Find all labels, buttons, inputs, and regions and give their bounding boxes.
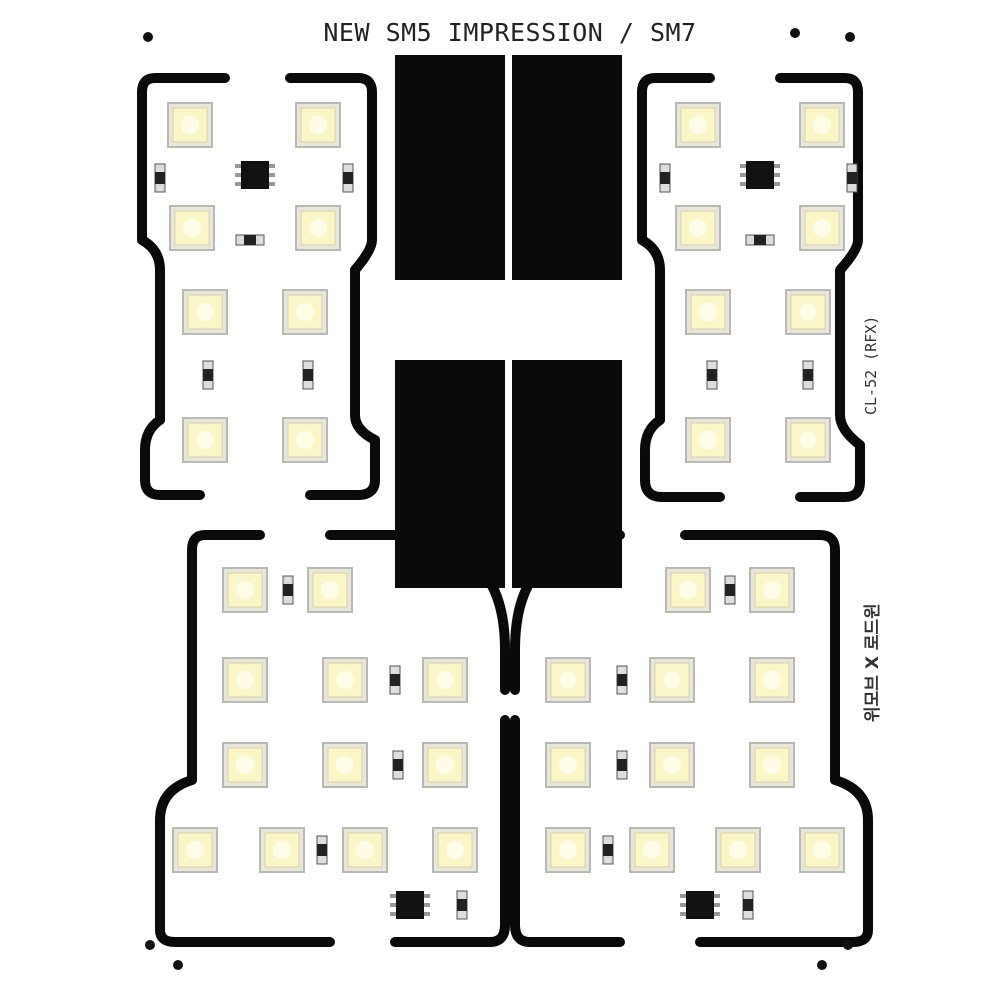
mounting-dot (790, 28, 800, 38)
smd-led (799, 827, 845, 873)
smd-led (342, 827, 388, 873)
smd-led (172, 827, 218, 873)
panel-outline-top-right (637, 73, 865, 502)
smd-led (282, 417, 328, 463)
smd-resistor (745, 234, 775, 246)
mounting-dot (843, 940, 853, 950)
smd-led (169, 205, 215, 251)
smd-resistor (616, 665, 628, 695)
smd-led (322, 657, 368, 703)
smd-resistor (235, 234, 265, 246)
mounting-dot (173, 960, 183, 970)
smd-led (545, 657, 591, 703)
smd-led (422, 742, 468, 788)
smd-led (629, 827, 675, 873)
smd-led (307, 567, 353, 613)
brand-label: 위모브 X 로드윈 (863, 603, 883, 722)
solder-pad (395, 360, 505, 588)
smd-led (222, 657, 268, 703)
smd-resistor (154, 163, 166, 193)
smd-resistor (724, 575, 736, 605)
smd-led (749, 657, 795, 703)
smd-led (675, 102, 721, 148)
ic-chip (390, 891, 430, 919)
smd-led (295, 102, 341, 148)
smd-led (322, 742, 368, 788)
smd-resistor (802, 360, 814, 390)
panel-outline-top-left (137, 73, 380, 500)
smd-resistor (659, 163, 671, 193)
smd-resistor (302, 360, 314, 390)
smd-led (665, 567, 711, 613)
smd-led (167, 102, 213, 148)
mounting-dot (145, 940, 155, 950)
ic-chip (740, 161, 780, 189)
smd-led (295, 205, 341, 251)
smd-led (749, 742, 795, 788)
smd-led (182, 417, 228, 463)
smd-led (422, 657, 468, 703)
smd-resistor (602, 835, 614, 865)
solder-pad (512, 360, 622, 588)
smd-led (222, 742, 268, 788)
ic-chip (680, 891, 720, 919)
smd-led (545, 742, 591, 788)
mounting-dot (143, 32, 153, 42)
model-label: CL-52 (RFX) (862, 315, 880, 415)
smd-resistor (389, 665, 401, 695)
smd-resistor (742, 890, 754, 920)
smd-led (649, 742, 695, 788)
smd-resistor (616, 750, 628, 780)
smd-led (715, 827, 761, 873)
smd-led (749, 567, 795, 613)
solder-pad (512, 55, 622, 280)
smd-led (685, 289, 731, 335)
smd-resistor (846, 163, 858, 193)
smd-resistor (392, 750, 404, 780)
smd-led (785, 289, 831, 335)
smd-led (785, 417, 831, 463)
smd-led (432, 827, 478, 873)
smd-led (675, 205, 721, 251)
smd-resistor (456, 890, 468, 920)
smd-led (649, 657, 695, 703)
mounting-dot (817, 960, 827, 970)
smd-resistor (316, 835, 328, 865)
smd-led (282, 289, 328, 335)
smd-led (182, 289, 228, 335)
smd-led (545, 827, 591, 873)
smd-led (799, 205, 845, 251)
smd-led (259, 827, 305, 873)
ic-chip (235, 161, 275, 189)
solder-pad (395, 55, 505, 280)
smd-resistor (202, 360, 214, 390)
smd-led (685, 417, 731, 463)
smd-resistor (342, 163, 354, 193)
mounting-dot (845, 32, 855, 42)
smd-resistor (706, 360, 718, 390)
smd-led (222, 567, 268, 613)
smd-resistor (282, 575, 294, 605)
smd-led (799, 102, 845, 148)
board-title: NEW SM5 IMPRESSION / SM7 (323, 18, 697, 47)
